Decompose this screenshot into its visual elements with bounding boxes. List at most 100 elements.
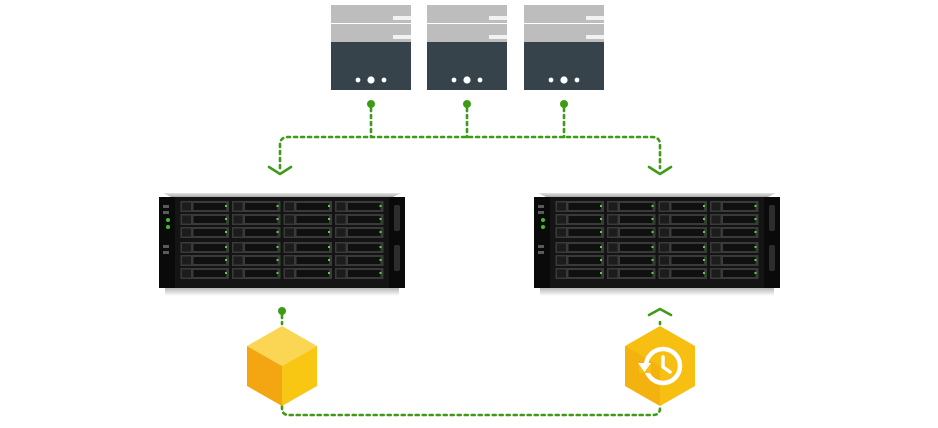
nas-rack-ear-right xyxy=(389,197,405,288)
drive-front xyxy=(348,257,381,264)
drive-latch xyxy=(711,215,721,224)
drive-activity-led xyxy=(703,231,705,233)
drive-front xyxy=(348,270,381,277)
drive-latch xyxy=(182,202,191,211)
nas-drive-bay xyxy=(658,227,707,238)
drive-activity-led xyxy=(328,272,330,274)
drive-activity-led xyxy=(225,272,227,274)
server-power-dot xyxy=(463,76,471,84)
drive-activity-led xyxy=(754,218,757,220)
nas-handle-right xyxy=(769,205,775,231)
drive-latch xyxy=(608,256,618,265)
drive-latch xyxy=(608,215,618,224)
drive-activity-led xyxy=(379,218,382,220)
drive-latch xyxy=(285,215,294,224)
server-drive-tray xyxy=(427,5,507,23)
nas-shadow xyxy=(540,288,774,296)
nas-drive-bay xyxy=(555,255,604,266)
drive-front xyxy=(620,244,653,251)
drive-activity-led xyxy=(754,205,757,207)
drive-latch xyxy=(182,256,191,265)
server-drive-tray xyxy=(427,24,507,42)
drive-front xyxy=(193,203,226,210)
connector-dot xyxy=(560,100,568,108)
nas-drive-bay xyxy=(283,227,332,238)
drive-latch xyxy=(557,215,566,224)
drive-activity-led xyxy=(225,246,227,248)
nas-ear-vent xyxy=(538,245,544,248)
nas-drive-bay xyxy=(180,242,229,253)
nas-rack-ear-left xyxy=(534,197,550,288)
nas-drive-bay xyxy=(658,268,707,279)
drive-activity-led xyxy=(651,259,654,261)
drive-activity-led xyxy=(379,205,382,207)
server-drive-handle xyxy=(393,16,411,20)
drive-activity-led xyxy=(276,205,279,207)
nas-drive-bay xyxy=(232,214,281,225)
drive-latch xyxy=(557,243,566,252)
drive-front xyxy=(671,244,704,251)
drive-activity-led xyxy=(651,272,654,274)
nas-handle-right xyxy=(769,245,775,271)
nas-status-led xyxy=(541,225,545,229)
drive-front xyxy=(620,270,653,277)
drive-activity-led xyxy=(600,272,602,274)
drive-front xyxy=(348,216,381,223)
nas-drive-bay xyxy=(658,214,707,225)
server-power-dot xyxy=(367,76,375,84)
server-icon xyxy=(427,5,507,90)
nas-drive-bay xyxy=(555,214,604,225)
drive-front xyxy=(568,270,601,277)
nas-rack-ear-right xyxy=(764,197,780,288)
drive-latch xyxy=(182,215,191,224)
nas-drive-bay xyxy=(232,227,281,238)
drive-latch xyxy=(285,269,294,278)
server-power-dot xyxy=(560,76,568,84)
nas-drive-bay xyxy=(180,268,229,279)
drive-front xyxy=(568,203,601,210)
nas-drive-bay xyxy=(232,255,281,266)
drive-activity-led xyxy=(225,259,227,261)
nas-ear-vent xyxy=(538,251,544,254)
nas-drive-bay xyxy=(607,201,656,212)
drive-activity-led xyxy=(225,205,227,207)
drive-latch xyxy=(711,202,721,211)
history-arrow-head xyxy=(638,363,651,372)
drive-front xyxy=(620,229,653,236)
drive-latch xyxy=(233,256,243,265)
nas-drive-bay xyxy=(335,268,384,279)
drive-latch xyxy=(233,269,243,278)
server-drive-handle xyxy=(393,35,411,39)
drive-activity-led xyxy=(703,259,705,261)
drive-front xyxy=(245,216,278,223)
backup-history-icon xyxy=(625,326,695,406)
nas-status-led xyxy=(541,218,545,222)
drive-latch xyxy=(336,256,346,265)
drive-latch xyxy=(711,228,721,237)
drive-latch xyxy=(608,202,618,211)
drive-front xyxy=(723,203,756,210)
nas-drive-bay xyxy=(335,227,384,238)
drive-front xyxy=(296,244,329,251)
nas-drive-bay xyxy=(232,242,281,253)
nas-drive-bay xyxy=(658,201,707,212)
nas-drive-bay xyxy=(283,201,332,212)
server-drive-handle xyxy=(586,35,604,39)
drive-front xyxy=(193,257,226,264)
drive-front xyxy=(348,203,381,210)
nas-drive-bay xyxy=(710,268,759,279)
rackmount-nas-icon xyxy=(534,193,780,296)
drive-front xyxy=(296,229,329,236)
drive-latch xyxy=(660,202,669,211)
drive-activity-led xyxy=(600,246,602,248)
drive-activity-led xyxy=(651,246,654,248)
drive-front xyxy=(723,270,756,277)
drive-activity-led xyxy=(600,205,602,207)
nas-ear-vent xyxy=(538,205,544,208)
nas-drive-bay xyxy=(283,268,332,279)
nas-top-cover xyxy=(163,193,401,197)
drive-front xyxy=(348,244,381,251)
drive-front xyxy=(296,203,329,210)
drive-activity-led xyxy=(276,259,279,261)
drive-activity-led xyxy=(754,259,757,261)
